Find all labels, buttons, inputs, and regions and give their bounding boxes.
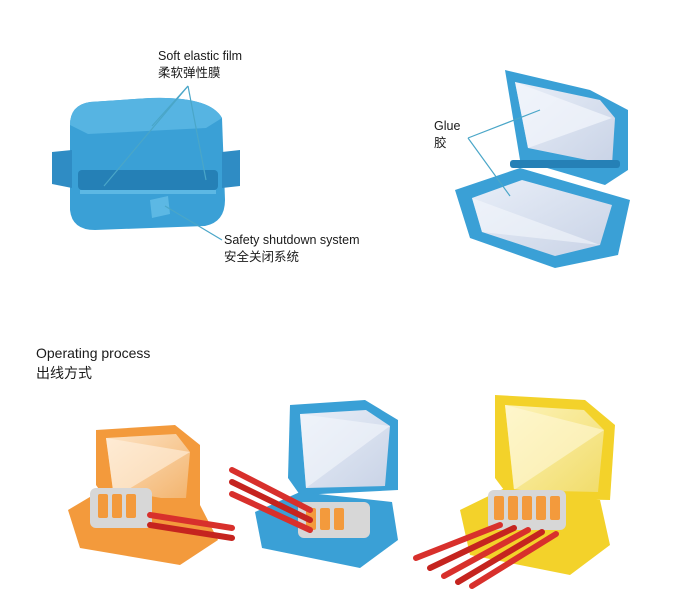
safety-label-zh: 安全关闭系统 bbox=[224, 250, 300, 264]
soft-film-label-en: Soft elastic film bbox=[158, 49, 243, 63]
soft-film-label: Soft elastic film 柔软弹性膜 bbox=[158, 48, 242, 82]
orange-box-with-wires bbox=[68, 425, 235, 565]
operating-process-zh: 出线方式 bbox=[36, 365, 92, 381]
open-junction-box bbox=[455, 70, 630, 268]
blue-box-with-wires bbox=[229, 400, 398, 568]
yellow-box-with-wires bbox=[413, 395, 615, 589]
safety-label: Safety shutdown system 安全关闭系统 bbox=[224, 232, 359, 266]
leader-lines bbox=[103, 85, 541, 241]
glue-label-en: Glue bbox=[434, 119, 461, 133]
safety-label-en: Safety shutdown system bbox=[224, 233, 360, 247]
operating-process-heading: Operating process 出线方式 bbox=[36, 343, 150, 383]
closed-junction-box bbox=[52, 97, 240, 230]
glue-label-zh: 胶 bbox=[434, 136, 447, 150]
operating-process-en: Operating process bbox=[36, 345, 151, 361]
soft-film-label-zh: 柔软弹性膜 bbox=[158, 66, 221, 80]
glue-label: Glue 胶 bbox=[434, 118, 460, 152]
